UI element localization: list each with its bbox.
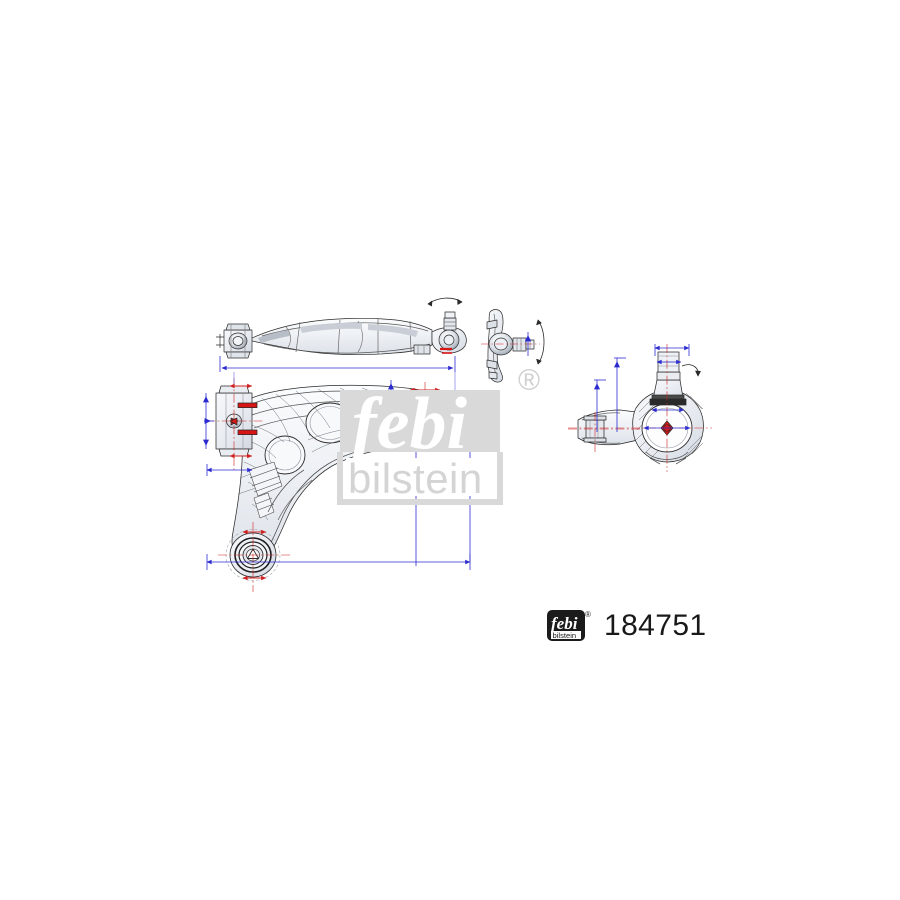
logo-registered-icon: ®: [585, 610, 591, 619]
part-number-label: 184751: [604, 608, 707, 642]
footer-brand-row: febi bilstein ® 184751: [546, 607, 707, 644]
febi-bilstein-logo-icon: febi bilstein ®: [546, 607, 593, 644]
logo-bilstein-text: bilstein: [553, 631, 577, 640]
logo-febi-text: febi: [551, 614, 578, 633]
top-view-dimension: [219, 356, 456, 372]
view-end-section: [486, 309, 545, 383]
view-main-control-arm: [215, 384, 466, 581]
section-view-dimensions: [593, 344, 691, 432]
view-top-profile: [216, 297, 467, 359]
end-view-dimension: [524, 332, 532, 356]
